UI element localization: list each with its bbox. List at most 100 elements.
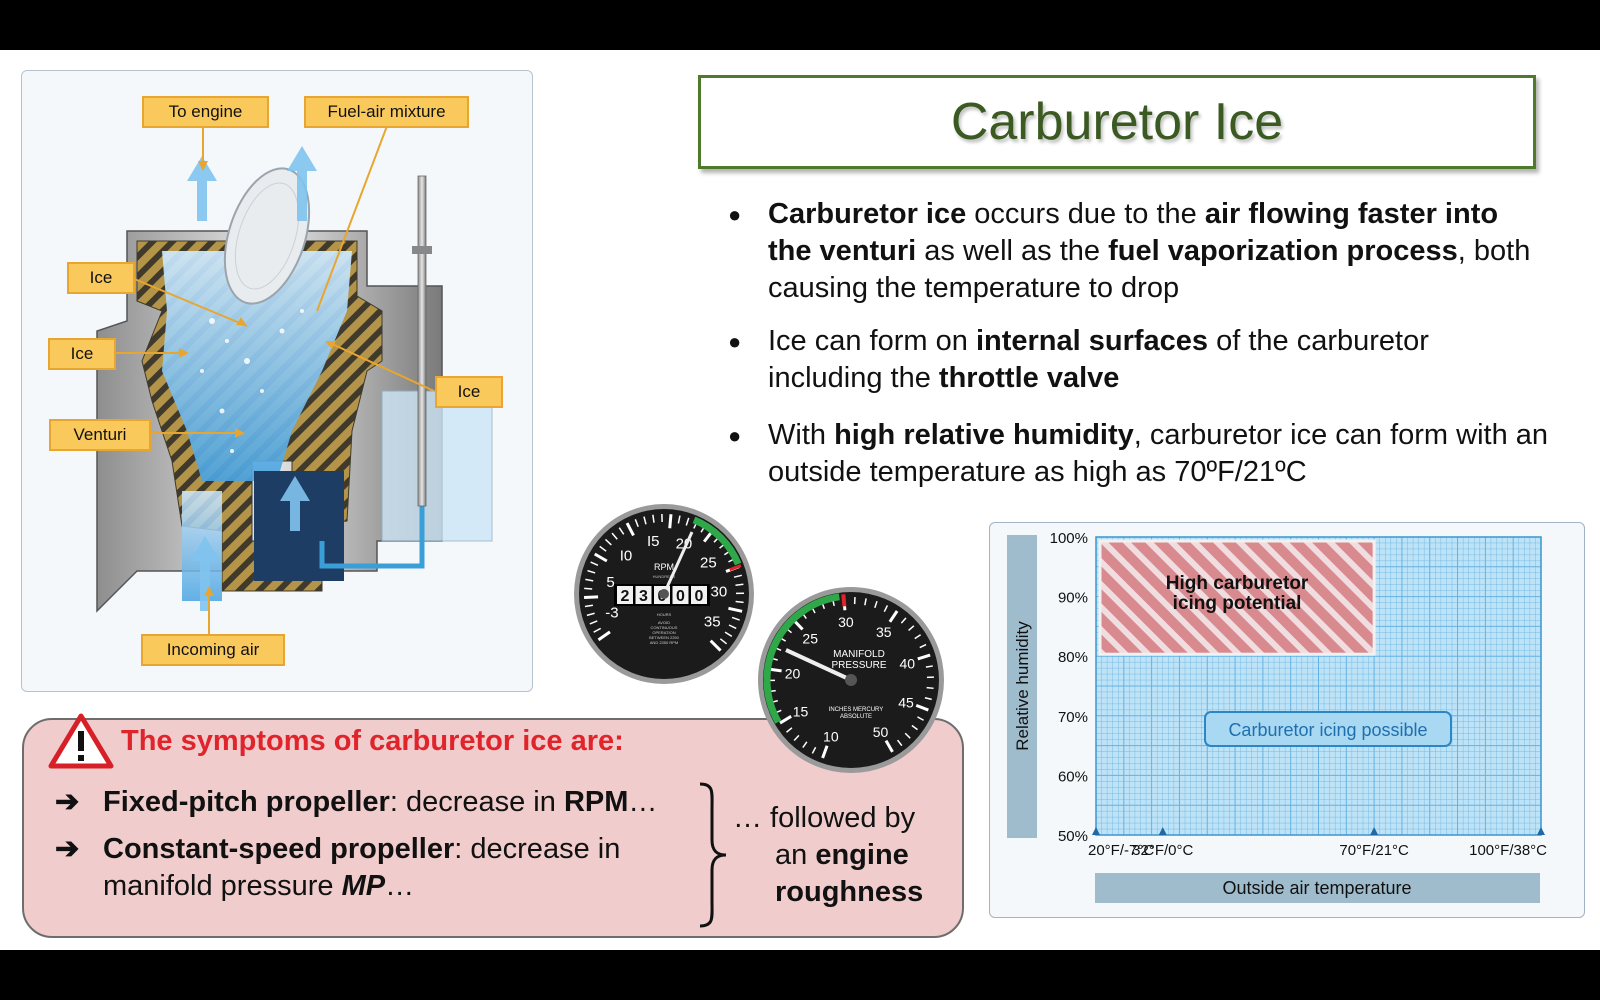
bullet-3-text-1: With (768, 419, 835, 451)
chart-xlabel: Outside air temperature (1222, 878, 1411, 898)
symptom-2-end: … (385, 870, 415, 902)
bullet-1-bold-1: Carburetor ice (768, 198, 967, 230)
y-tick-label: 100% (1050, 530, 1088, 547)
y-tick-label: 90% (1058, 590, 1088, 607)
bullet-3-text-2: , carburetor ice can form with an outsid… (768, 419, 1549, 488)
mp-tick-marks (763, 593, 934, 759)
rpm-tick (584, 604, 594, 608)
mp-tick (864, 598, 867, 606)
rpm-tick-label: -3 (605, 605, 618, 622)
x-tick-label: 70°F/21°C (1339, 842, 1409, 859)
mp-tick (884, 739, 894, 753)
rpm-counter-digit: 0 (676, 588, 685, 605)
rpm-hours-label: HOURS (657, 612, 672, 617)
rpm-tick (585, 578, 594, 582)
bullet-2-bold-2: throttle valve (938, 362, 1120, 394)
symptom-row-2-continued: manifold pressure MP… (103, 868, 414, 905)
rpm-counter-digit: 0 (695, 588, 704, 605)
rpm-tick (733, 574, 742, 578)
x-tick-marker (1092, 827, 1100, 835)
mp-tick (900, 617, 907, 624)
mp-tick (924, 697, 932, 701)
symptom-row-2: ➔Constant-speed propeller: decrease in (55, 831, 620, 868)
rpm-green-arc (692, 516, 742, 566)
follow-roughness: roughness (775, 876, 924, 908)
y-tick-label: 60% (1058, 768, 1088, 785)
mp-tick-label: 35 (876, 624, 892, 640)
rpm-redline (729, 564, 742, 572)
rpm-tick (652, 514, 655, 523)
rpm-tick (593, 627, 602, 633)
mp-tick (883, 605, 889, 613)
rpm-tick (618, 527, 625, 535)
rpm-tick (597, 630, 611, 642)
rpm-center-small: HUNDREDS (653, 574, 676, 579)
x-tick-label: 100°F/38°C (1469, 842, 1547, 859)
x-tick-label: 20°F/-7°C (1088, 842, 1154, 859)
mp-tick-label: 30 (838, 614, 854, 630)
label-venturi: Venturi (49, 419, 151, 451)
rpm-tick (724, 631, 733, 638)
x-tick-marker (1370, 827, 1379, 835)
label-ice-right: Ice (435, 376, 503, 408)
symptoms-title: The symptoms of carburetor ice are: (121, 725, 624, 757)
rpm-needle (662, 531, 694, 595)
bullet-2: Ice can form on internal surfaces of the… (728, 323, 1548, 397)
mp-tick-label: 40 (899, 655, 915, 671)
symptom-1-bold: Fixed-pitch propeller (103, 786, 390, 818)
slide: To engine Fuel-air mixture Ice Ice Ice V… (0, 50, 1600, 950)
rpm-tick (728, 606, 743, 613)
bullet-1-bold-2: air flowing faster into the venturi (768, 198, 1499, 267)
rpm-tick (735, 600, 744, 604)
mp-tick (896, 739, 903, 747)
mp-tick (917, 716, 924, 721)
rpm-tick (625, 522, 635, 537)
mp-needle (785, 648, 852, 682)
bullet-2-bold-1: internal surfaces (975, 325, 1209, 357)
arrow-icon: ➔ (55, 786, 80, 818)
region-high-label-line-1: High carburetor (1166, 573, 1309, 594)
rpm-tick (593, 552, 608, 563)
symptom-2-italic: MP (341, 870, 386, 902)
mp-redline (841, 594, 847, 607)
bullet-1: Carburetor ice occurs due to the air flo… (728, 196, 1548, 307)
carb-icing-chart-panel: Relative humidity Outside air temperatur… (989, 522, 1585, 918)
rpm-tick-label: 30 (711, 583, 728, 600)
rpm-tick (643, 516, 647, 525)
symptom-1-end: … (628, 786, 658, 818)
mp-tick-label: 25 (802, 630, 818, 646)
bullet-list: Carburetor ice occurs due to the air flo… (728, 196, 1548, 507)
mp-tick (874, 600, 878, 609)
chart-ylabel: Relative humidity (1013, 621, 1032, 751)
rpm-tick-label: I0 (620, 547, 633, 564)
rpm-tick (589, 620, 598, 625)
followed-by-text: … followed by an engine roughness (733, 800, 953, 911)
page-title: Carburetor Ice (950, 93, 1284, 151)
mp-tick (802, 741, 808, 749)
rpm-counter-wheel (672, 586, 689, 604)
mp-tick-label: 20 (785, 665, 801, 681)
rpm-tick (590, 561, 599, 566)
rpm-tick (599, 545, 607, 552)
mp-sub-line-2: ABSOLUTE (840, 714, 872, 720)
rpm-tick (685, 517, 690, 526)
symptom-2-text: : decrease in (454, 833, 621, 865)
xlabel-band (1095, 873, 1540, 903)
mp-green-arc (763, 593, 840, 724)
mp-tick (821, 745, 829, 759)
x-tick-label: 32°F/0°C (1132, 842, 1193, 859)
mp-tick (919, 643, 927, 649)
ylabel-band (1007, 535, 1037, 838)
rpm-tick (611, 532, 618, 540)
mp-tick-label: 10 (823, 728, 839, 744)
rpm-tick-label: I5 (647, 533, 660, 550)
x-tick-marker (1158, 827, 1167, 835)
rpm-counter-digit: 2 (621, 588, 630, 605)
rpm-tick (586, 612, 595, 617)
rpm-tick (634, 519, 639, 528)
label-fuel-air-mixture: Fuel-air mixture (304, 96, 469, 128)
mp-tick (811, 746, 817, 754)
region-high-label-line-2: icing potential (1173, 593, 1302, 614)
